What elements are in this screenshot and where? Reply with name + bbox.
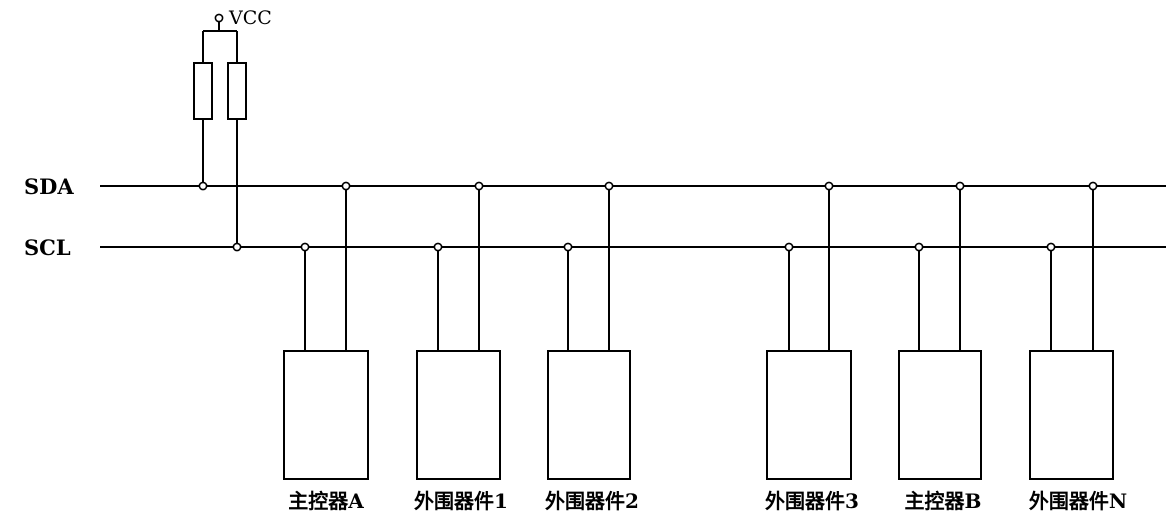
device-master-b: 主控器B (898, 181, 982, 513)
sda-label: SDA (24, 174, 74, 199)
device-label: 外围器件1 (414, 489, 508, 513)
sda-junction (824, 181, 834, 191)
device-label: 主控器B (905, 489, 982, 513)
scl-junction (300, 242, 310, 252)
sda-junction (604, 181, 614, 191)
device-master-a: 主控器A (283, 181, 369, 513)
device-box (283, 350, 369, 480)
device-label: 外围器件3 (765, 489, 859, 513)
scl-junction (433, 242, 443, 252)
scl-junction (784, 242, 794, 252)
device-box (547, 350, 631, 480)
device-peripheral-3: 外围器件3 (765, 181, 859, 513)
scl-junction (563, 242, 573, 252)
scl-label: SCL (24, 235, 71, 260)
scl-pullup-resistor (227, 62, 247, 120)
sda-junction (341, 181, 351, 191)
scl-pullup-junction (232, 242, 242, 252)
device-label: 主控器A (288, 489, 364, 513)
device-box (766, 350, 852, 480)
sda-pullup-resistor (193, 62, 213, 120)
sda-junction (474, 181, 484, 191)
sda-pullup-junction (198, 181, 208, 191)
pull-up-network: VCC (193, 7, 272, 247)
sda-junction (1088, 181, 1098, 191)
device-peripheral-n: 外围器件N (1029, 181, 1127, 513)
bus-lines: SDA SCL (24, 174, 1166, 260)
scl-junction (1046, 242, 1056, 252)
device-peripheral-1: 外围器件1 (414, 181, 508, 513)
sda-junction (955, 181, 965, 191)
device-box (416, 350, 501, 480)
device-box (1029, 350, 1114, 480)
vcc-terminal (214, 13, 224, 23)
vcc-label: VCC (228, 7, 272, 29)
device-peripheral-2: 外围器件2 (545, 181, 639, 513)
device-label: 外围器件2 (545, 489, 639, 513)
scl-junction (914, 242, 924, 252)
device-label: 外围器件N (1029, 489, 1127, 513)
device-box (898, 350, 982, 480)
